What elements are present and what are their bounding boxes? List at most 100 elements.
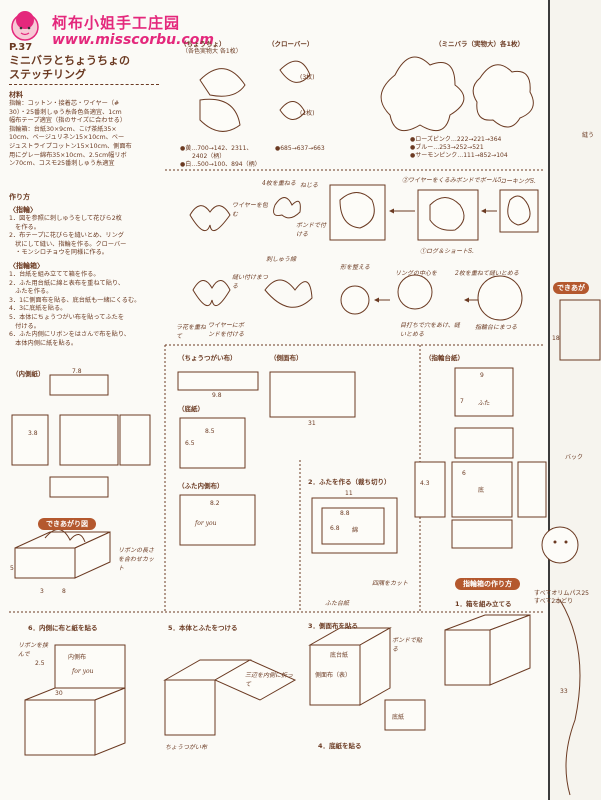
howto-heading: 作り方 bbox=[9, 193, 30, 201]
note-step6: 指輪台にまつる bbox=[475, 324, 518, 331]
label-lid-ru: ふた bbox=[478, 400, 491, 407]
title-line-1: ミニバラとちょうちょの bbox=[9, 54, 130, 67]
materials-section: 材料 指輪：コットン・接着芯・ワイヤー（#30）・25番刺しゅう糸各色各適宜、1… bbox=[9, 90, 159, 169]
right-done-pill: できあが bbox=[553, 282, 589, 294]
bottom-paper bbox=[179, 417, 246, 469]
sketch-ring bbox=[340, 285, 370, 315]
label-for-you-2: for you bbox=[195, 520, 217, 527]
materials-line-5: 10cm、ベージュリネン15×10cm、ベー bbox=[9, 134, 125, 142]
label-step6: 6．内側に布と紙を貼る bbox=[28, 624, 98, 632]
materials-heading: 材料 bbox=[9, 91, 23, 99]
note-step4: ①ログ＆ショートS. bbox=[420, 248, 474, 255]
note-step9: 目打ちで穴をあけ、縫いとめる bbox=[400, 322, 460, 338]
label-lid-base: ふた台紙 bbox=[325, 600, 350, 607]
note-step3: コーキングS. bbox=[500, 178, 536, 185]
dim-7: 7 bbox=[460, 398, 464, 405]
label-bottom-kanji: 底 bbox=[478, 487, 485, 494]
box-steps: 1．台紙を組み立てて箱を作る。2．ふた用台紙に綿と表布を重ねて貼り、 ふたを作る… bbox=[9, 271, 161, 348]
dim-5: 5 bbox=[10, 565, 14, 572]
label-side-cloth-2: 側面布（表） bbox=[315, 672, 352, 679]
note-wire-bond: ワイヤーを包む bbox=[232, 202, 268, 218]
label-clover-1: (1枚) bbox=[300, 110, 315, 117]
dim-9-8: 9.8 bbox=[212, 392, 222, 399]
label-mini-rose: （ミニバラ（実物大）各1枚） bbox=[435, 40, 525, 48]
clover-petal-large bbox=[279, 60, 311, 83]
right-bottom-2: すべて2本どり bbox=[534, 598, 574, 605]
sketch-rose-square bbox=[329, 184, 386, 241]
label-hinge-cloth: （ちょうつがい布） bbox=[178, 354, 237, 362]
right-back-label: バック bbox=[565, 454, 584, 461]
title-rule bbox=[9, 84, 159, 85]
label-step3: 3．側面布を貼る bbox=[308, 622, 359, 630]
label-bottom-paper: （底紙） bbox=[178, 405, 204, 413]
label-inner-cloth: 内側布 bbox=[68, 654, 87, 661]
note-twist: ねじる bbox=[300, 182, 319, 189]
note-bond-paste: ボンドで貼る bbox=[392, 637, 423, 653]
hinge-cloth bbox=[177, 371, 259, 391]
rose-color-3: ●サーモンピンク…111→852→104 bbox=[410, 152, 508, 159]
dim-8-5: 8.5 bbox=[205, 428, 215, 435]
ring-step-3: 2．布テープに花びらを縫いとめ、リング bbox=[9, 232, 124, 240]
materials-line-6: ジュストライプコットン15×10cm、側面布 bbox=[9, 142, 132, 150]
right-strip-face bbox=[541, 526, 579, 564]
label-butterfly: （ちょうちょ） bbox=[180, 40, 226, 48]
dim-9: 9 bbox=[480, 372, 484, 379]
sketch-butterfly-2 bbox=[192, 280, 231, 307]
label-ring-box-howto: 指輪箱の作り方 bbox=[455, 578, 520, 590]
box-step-3: ふたを作る。 bbox=[9, 288, 53, 296]
box-step-7: 付ける。 bbox=[9, 322, 40, 330]
sketch-clover bbox=[273, 197, 301, 219]
dim-33: 33 bbox=[560, 688, 568, 695]
note-fold-cloth: 三辺を内側に折って bbox=[245, 672, 294, 688]
ring-steps: 1．図を参照に刺しゅうをして花びら2枚 を作る。2．布テープに花びらを縫いとめ、… bbox=[9, 215, 161, 258]
box-step-2: 2．ふた用台紙に綿と表布を重ねて貼り、 bbox=[9, 279, 125, 287]
clover-colors: ●685→637→663 bbox=[275, 145, 325, 152]
sketch-butterfly bbox=[189, 205, 231, 232]
sketch-clover-2 bbox=[264, 279, 313, 308]
label-step4: 4．底紙を貼る bbox=[318, 742, 362, 750]
note-step5: 2枚を重ねて縫いとめる bbox=[455, 270, 519, 277]
label-wata: 綿 bbox=[352, 527, 359, 534]
rose-color-1: ●ローズピンク…222→221→364 bbox=[410, 136, 502, 143]
dim-3-8: 3.8 bbox=[28, 430, 38, 437]
next-page-strip bbox=[548, 0, 601, 800]
butterfly-color-1: ●黄…700→142、2311、 bbox=[180, 145, 253, 152]
label-lid-make: 2．ふたを作る（裁ち切り） bbox=[308, 478, 391, 486]
dim-6-5: 6.5 bbox=[185, 440, 195, 447]
page-number: P.37 bbox=[9, 42, 33, 53]
note-butterfly-wire: ワイヤーにボンドを付ける bbox=[208, 322, 245, 338]
step1-box bbox=[444, 629, 491, 686]
lid-inner-cloth bbox=[179, 494, 256, 546]
howto-section: 作り方 〈指輪〉 1．図を参照に刺しゅうをして花びら2枚 を作る。2．布テープに… bbox=[9, 192, 161, 348]
note-sew-stitch: 縫い付けまつる bbox=[232, 274, 269, 290]
note-cut-4mm: 四隅をカット bbox=[372, 580, 409, 587]
materials-line-2: 30）・25番刺しゅう糸各色各適宜、1cm bbox=[9, 108, 122, 116]
side-cloth bbox=[269, 371, 356, 418]
dim-11: 11 bbox=[345, 490, 353, 497]
label-side-cloth: （側面布） bbox=[270, 354, 303, 362]
label-done: できあがり図 bbox=[38, 518, 96, 530]
ring-step-4: 状にして縫い、指輪を作る。クローバー bbox=[9, 240, 127, 248]
dim-6: 6 bbox=[462, 470, 466, 477]
dim-6-8: 6.8 bbox=[330, 525, 340, 532]
label-bottom-paper-2: 底紙 bbox=[392, 714, 405, 721]
note-bond-pos: ボンドで付ける bbox=[296, 222, 327, 238]
dim-3: 3 bbox=[40, 588, 44, 595]
label-step5: 5．本体とふたをつける bbox=[168, 624, 238, 632]
sketch-rose-ring bbox=[397, 274, 433, 310]
materials-line-4: 指輪箱：台紙30×9cm、こげ茶紙35× bbox=[9, 125, 117, 133]
dim-30: 30 bbox=[55, 690, 63, 697]
step3-box bbox=[309, 644, 361, 706]
box-step-9: 本体内側に紙を貼る。 bbox=[9, 339, 78, 347]
label-lid-inner: （ふた内側布） bbox=[178, 482, 224, 490]
note-step8: リングの中心を bbox=[395, 270, 438, 277]
box-step-6: 5．本体にちょうつがい布を貼ってふたを bbox=[9, 313, 125, 321]
dim-4-3: 4.3 bbox=[420, 480, 430, 487]
note-ink: 刺しゅう線 bbox=[266, 256, 297, 263]
label-step1: 1．箱を組み立てる bbox=[455, 600, 512, 608]
box-step-4: 3．1に側面布を貼る、底台紙も一緒にくるむ。 bbox=[9, 296, 141, 304]
right-18: 18 bbox=[552, 335, 560, 342]
mini-rose-small bbox=[472, 64, 534, 128]
